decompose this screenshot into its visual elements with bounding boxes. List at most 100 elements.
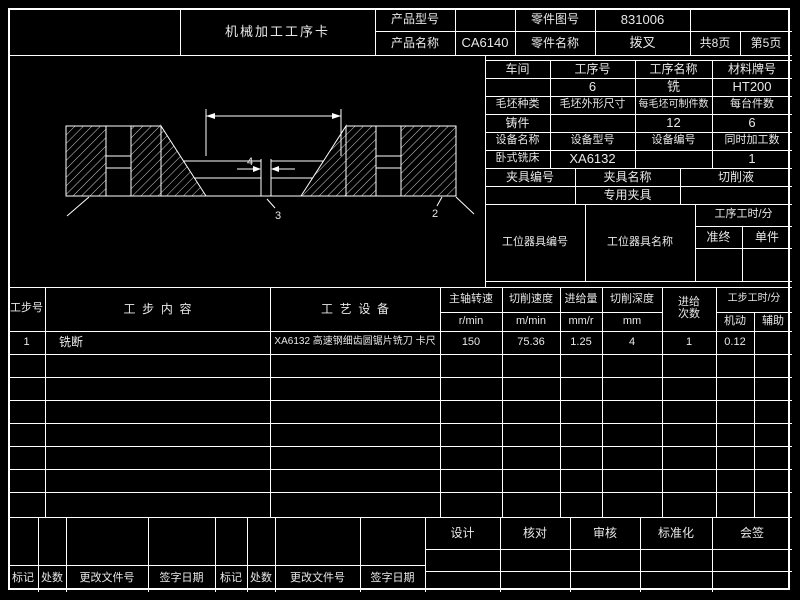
feed-passes-header-line2: 次数 — [678, 308, 700, 320]
grid-line — [680, 168, 681, 204]
pages-total: 共8页 — [699, 35, 731, 50]
station-tool-name-label: 工位器具名称 — [607, 235, 673, 248]
grid-line — [595, 8, 596, 55]
grid-line — [148, 517, 149, 592]
grid-line — [180, 8, 181, 55]
grid-line — [275, 517, 276, 592]
grid-line — [575, 168, 576, 204]
grid-line — [485, 132, 792, 133]
simultaneous-count-label: 同时加工数 — [724, 134, 780, 147]
step-row-content: 铣断 — [59, 335, 84, 350]
equipment-model-label: 设备型号 — [570, 134, 615, 147]
spindle-speed-header: 主轴转速 — [449, 292, 493, 305]
page-current: 第5页 — [750, 35, 782, 50]
part-no-label: 零件图号 — [530, 12, 579, 27]
cut-depth-header: 切削深度 — [610, 292, 654, 305]
material-grade-value: HT200 — [732, 79, 772, 95]
sign-date-label-2: 签字日期 — [370, 571, 415, 584]
grid-line — [695, 226, 792, 227]
step-row-machine-time: 0.12 — [724, 335, 746, 348]
design-label: 设计 — [450, 525, 475, 540]
grid-line — [8, 492, 792, 493]
material-grade-label: 材料牌号 — [727, 61, 776, 76]
count-label-2: 处数 — [250, 571, 272, 584]
step-row-equipment: XA6132 高速钢细齿圆锯片铣刀 卡尺 — [274, 336, 436, 348]
grid-line — [360, 517, 361, 592]
step-no-header: 工步号 — [10, 302, 43, 315]
aux-time-header: 辅助 — [762, 314, 784, 327]
process-no-value: 6 — [588, 79, 597, 95]
fixture-no-label: 夹具编号 — [505, 169, 554, 184]
review-label: 审核 — [592, 525, 617, 540]
grid-line — [485, 60, 792, 61]
grid-line — [8, 423, 792, 424]
grid-line — [215, 517, 216, 592]
step-content-header: 工 步 内 容 — [123, 301, 192, 316]
grid-line — [8, 55, 792, 56]
step-row-depth: 4 — [628, 335, 636, 348]
grid-line — [8, 354, 792, 355]
equipment-name-label: 设备名称 — [495, 134, 540, 147]
countersign-label: 会签 — [739, 525, 764, 540]
feed-header: 进给量 — [564, 292, 598, 305]
grid-line — [550, 60, 551, 168]
sign-date-label-1: 签字日期 — [159, 571, 204, 584]
cutting-speed-header: 切削速度 — [509, 292, 553, 305]
blank-size-label: 毛坯外形尺寸 — [559, 98, 626, 111]
grid-line — [740, 31, 741, 55]
mark-label-2: 标记 — [220, 571, 242, 584]
grid-line — [712, 517, 713, 592]
grid-line — [425, 571, 792, 572]
parts-per-unit-value: 6 — [748, 115, 756, 131]
piece-time-label: 单件 — [754, 229, 779, 244]
grid-line — [270, 287, 271, 517]
grid-line — [8, 400, 792, 401]
parts-per-unit-label: 每台件数 — [730, 98, 774, 111]
grid-line — [485, 281, 792, 282]
parts-per-blank-value: 12 — [666, 115, 681, 131]
standardization-label: 标准化 — [657, 525, 694, 540]
product-model-label: 产品型号 — [390, 12, 439, 27]
simultaneous-count-value: 1 — [748, 151, 756, 167]
step-row-spindle: 150 — [461, 335, 481, 348]
grid-line — [716, 287, 717, 517]
grid-line — [695, 248, 792, 249]
process-no-label: 工序号 — [574, 61, 611, 76]
fixture-name-label: 夹具名称 — [603, 169, 652, 184]
grid-line — [425, 517, 426, 592]
cutting-speed-unit: m/min — [516, 314, 546, 327]
spindle-speed-unit: r/min — [458, 314, 484, 327]
count-label-1: 处数 — [41, 571, 63, 584]
step-row-passes: 1 — [685, 335, 693, 348]
part-section-drawing: 4 3 2 — [65, 109, 475, 222]
step-time-header: 工步工时/分 — [727, 293, 781, 305]
cut-depth-unit: mm — [622, 314, 642, 327]
step-row-feed: 1.25 — [570, 335, 592, 348]
grid-line — [38, 517, 39, 592]
drawing-balloon-2: 2 — [432, 208, 438, 220]
drawing-balloon-3: 3 — [275, 210, 281, 222]
part-name-label: 零件名称 — [530, 35, 579, 50]
grid-line — [485, 55, 486, 287]
sheet-border — [8, 8, 790, 590]
process-equipment-header: 工 艺 设 备 — [320, 301, 389, 316]
check-label: 核对 — [522, 525, 547, 540]
grid-line — [8, 446, 792, 447]
feed-passes-header-line1: 进给 — [678, 296, 700, 309]
grid-line — [570, 517, 571, 592]
grid-line — [440, 287, 441, 517]
grid-line — [8, 377, 792, 378]
grid-line — [742, 226, 743, 281]
grid-line — [502, 287, 503, 517]
station-tool-no-label: 工位器具编号 — [502, 235, 568, 248]
grid-line — [695, 204, 696, 281]
grid-line — [635, 60, 636, 168]
step-row-cut-speed: 75.36 — [517, 335, 545, 348]
grid-line — [66, 517, 67, 592]
grid-line — [754, 312, 755, 517]
grid-line — [485, 114, 792, 115]
process-time-label: 工序工时/分 — [714, 208, 773, 221]
equipment-no-label: 设备编号 — [651, 134, 696, 147]
grid-line — [8, 331, 792, 332]
